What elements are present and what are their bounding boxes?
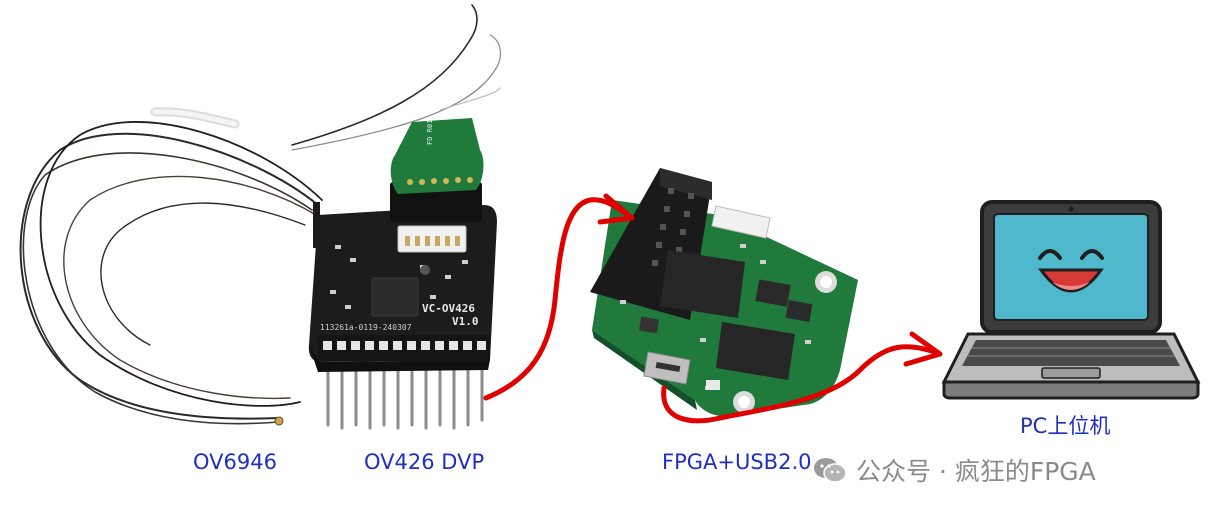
watermark: 公众号 · 疯狂的FPGA [812, 452, 1096, 488]
sensor-flex-pcb: FD R01 [390, 118, 484, 194]
svg-text:FD R01: FD R01 [426, 120, 434, 145]
pc-laptop [941, 200, 1201, 400]
arrow-dvp-to-fpga [483, 197, 631, 401]
arrow-fpga-to-pc [661, 344, 938, 424]
label-ov6946: OV6946 [193, 450, 277, 474]
antenna-wires [291, 4, 502, 151]
data-flow-arrows [483, 193, 943, 424]
label-pc: PC上位机 [1020, 414, 1111, 438]
board-serial: 113261a-0119-240307 [320, 323, 412, 332]
fpga-usb-board [590, 168, 858, 417]
label-fpga-usb: FPGA+USB2.0 [662, 450, 812, 474]
board-name: VC-OV426 [422, 302, 475, 315]
wechat-icon [814, 458, 847, 483]
ov6946-sensor-cable [19, 107, 323, 426]
board-version: V1.0 [452, 315, 479, 328]
ov426-dvp-board: VC-OV426 V1.0 113261a-0119-240307 [308, 182, 497, 430]
watermark-text: 公众号 · 疯狂的FPGA [856, 457, 1096, 486]
pin-header [326, 368, 484, 430]
label-ov426-dvp: OV426 DVP [364, 450, 485, 474]
